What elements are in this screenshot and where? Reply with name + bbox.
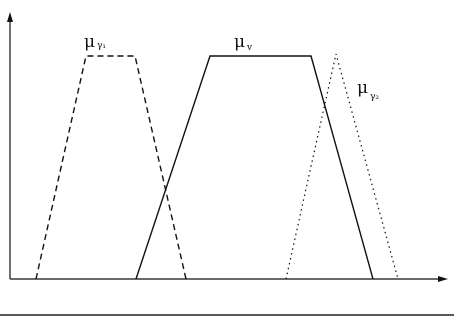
mu-gamma2-curve xyxy=(285,53,399,280)
y-axis-arrow xyxy=(7,12,13,22)
x-axis-arrow xyxy=(438,276,448,282)
svg-text:μ: μ xyxy=(357,78,368,98)
svg-text:μ: μ xyxy=(234,32,245,52)
svg-text:v: v xyxy=(246,43,253,53)
mu-gamma2-label: μ γ₂ xyxy=(357,78,379,102)
svg-text:γ₂: γ₂ xyxy=(370,92,379,102)
mu-v-label: μ v xyxy=(234,32,253,53)
mu-gamma1-label: μ γ₁ xyxy=(84,32,106,52)
mu-gamma1-curve xyxy=(35,55,187,280)
svg-text:γ₁: γ₁ xyxy=(97,41,106,51)
mu-v-curve xyxy=(135,55,374,280)
svg-text:μ: μ xyxy=(84,32,95,52)
